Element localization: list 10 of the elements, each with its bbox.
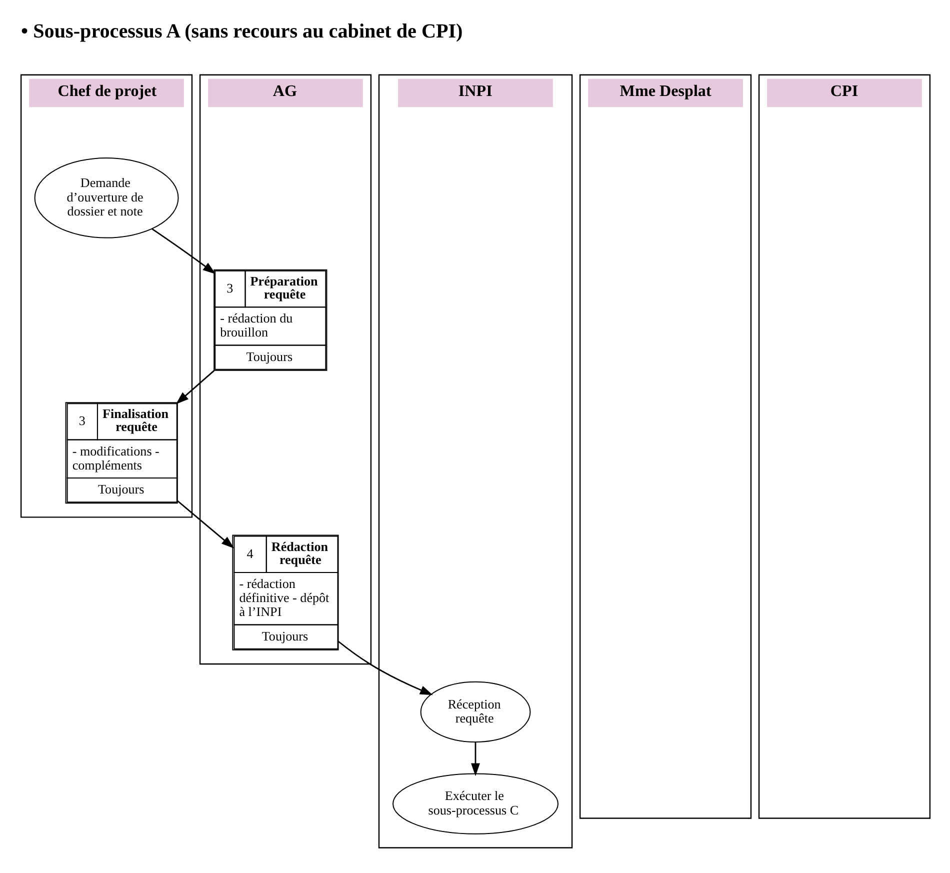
node-box: CPI <box>758 74 930 818</box>
arrow <box>176 500 234 548</box>
arrow <box>337 640 432 695</box>
diagram-title: • Sous-processus A (sans recours au cabinet de CPI) <box>20 20 462 42</box>
arrow <box>151 228 216 274</box>
node-ellipse: Demande d’ouverture de dossier et note <box>34 156 178 238</box>
arrow <box>175 370 214 404</box>
arrow <box>470 741 480 776</box>
node-box: Mme Desplat <box>578 74 752 818</box>
node-ellipse: Exécuter le sous-processus C <box>392 772 558 834</box>
